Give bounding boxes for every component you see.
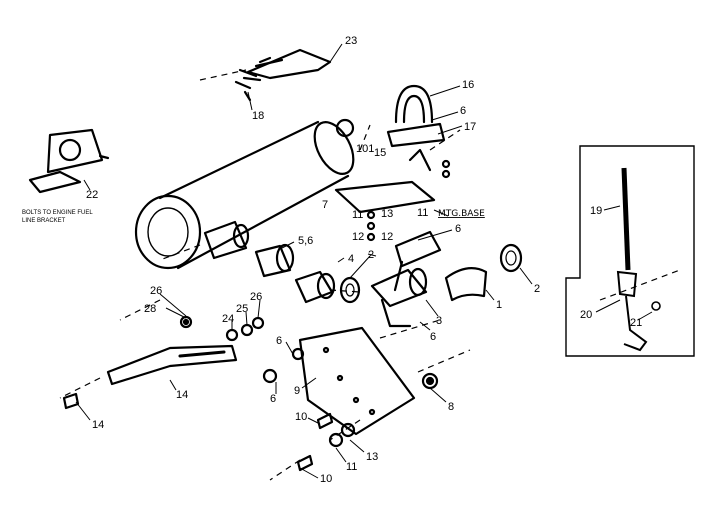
callout-20: 20 <box>580 309 592 321</box>
callout-5-6: 5,6 <box>298 235 313 247</box>
mtg-base-label: MTG.BASE <box>438 209 485 219</box>
tube-assembly-drawing <box>254 230 523 328</box>
callout-9: 9 <box>294 385 300 397</box>
callout-12a: 12 <box>352 231 364 243</box>
bracket-23-drawing <box>234 48 332 102</box>
mtg-base-drawing <box>334 180 436 214</box>
bolts-note-line1: BOLTS TO ENGINE FUEL <box>22 210 93 216</box>
callout-12b: 12 <box>381 231 393 243</box>
callout-leaders <box>75 43 533 479</box>
callout-17: 17 <box>464 121 476 133</box>
callout-13b: 13 <box>366 451 378 463</box>
strap-14-drawing <box>106 344 238 386</box>
callout-14-left: 14 <box>92 419 104 431</box>
hardware-drawing <box>62 159 451 472</box>
mounting-plate-drawing <box>298 326 416 436</box>
callout-26-left: 26 <box>150 285 162 297</box>
callout-10a: 10 <box>320 473 332 485</box>
callout-11a: 11 <box>352 209 363 221</box>
callout-10b: 10 <box>295 411 307 423</box>
callout-6d: 6 <box>276 335 282 347</box>
callout-28: 28 <box>144 303 156 315</box>
callout-8: 8 <box>448 401 454 413</box>
inset-panel <box>565 145 695 357</box>
callout-18: 18 <box>252 110 264 122</box>
bolts-note-line2: LINE BRACKET <box>22 218 66 224</box>
callout-21: 21 <box>630 317 642 329</box>
callout-4: 4 <box>348 253 354 265</box>
callout-11c: 11 <box>346 461 357 473</box>
callout-22: 22 <box>86 189 98 201</box>
callout-16: 16 <box>462 79 474 91</box>
callout-3: 3 <box>436 315 442 327</box>
callout-labels: 23 18 22 16 6 17 15 101 7 11 13 11 12 12… <box>86 35 642 485</box>
callout-11b: 11 <box>417 207 428 219</box>
bracket-22-drawing <box>28 128 110 194</box>
callout-101: 101 <box>356 143 374 155</box>
callout-6a: 6 <box>460 105 466 117</box>
callout-14: 14 <box>176 389 188 401</box>
callout-15: 15 <box>374 147 386 159</box>
muffler-drawing <box>134 118 355 270</box>
callout-13a: 13 <box>381 208 393 220</box>
callout-2b: 2 <box>534 283 540 295</box>
callout-2a: 2 <box>368 249 374 261</box>
callout-1: 1 <box>496 299 502 311</box>
callout-24: 24 <box>222 313 234 325</box>
callout-7: 7 <box>322 199 328 211</box>
callout-25: 25 <box>236 303 248 315</box>
callout-26: 26 <box>250 291 262 303</box>
callout-19: 19 <box>590 205 602 217</box>
callout-6b: 6 <box>455 223 461 235</box>
callout-6e: 6 <box>270 393 276 405</box>
callout-6c: 6 <box>430 331 436 343</box>
dashed-leaders <box>59 69 681 481</box>
u-clamp-drawing <box>386 84 446 172</box>
callout-23: 23 <box>345 35 357 47</box>
